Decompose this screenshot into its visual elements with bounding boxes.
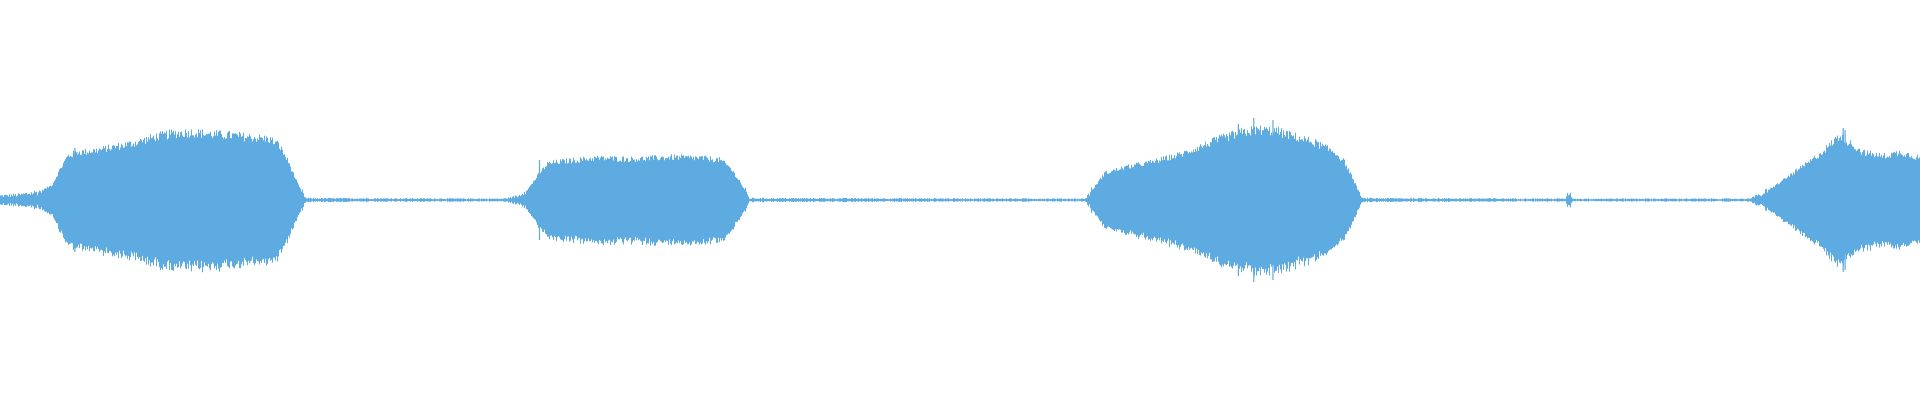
waveform-peaks: [0, 118, 1920, 282]
